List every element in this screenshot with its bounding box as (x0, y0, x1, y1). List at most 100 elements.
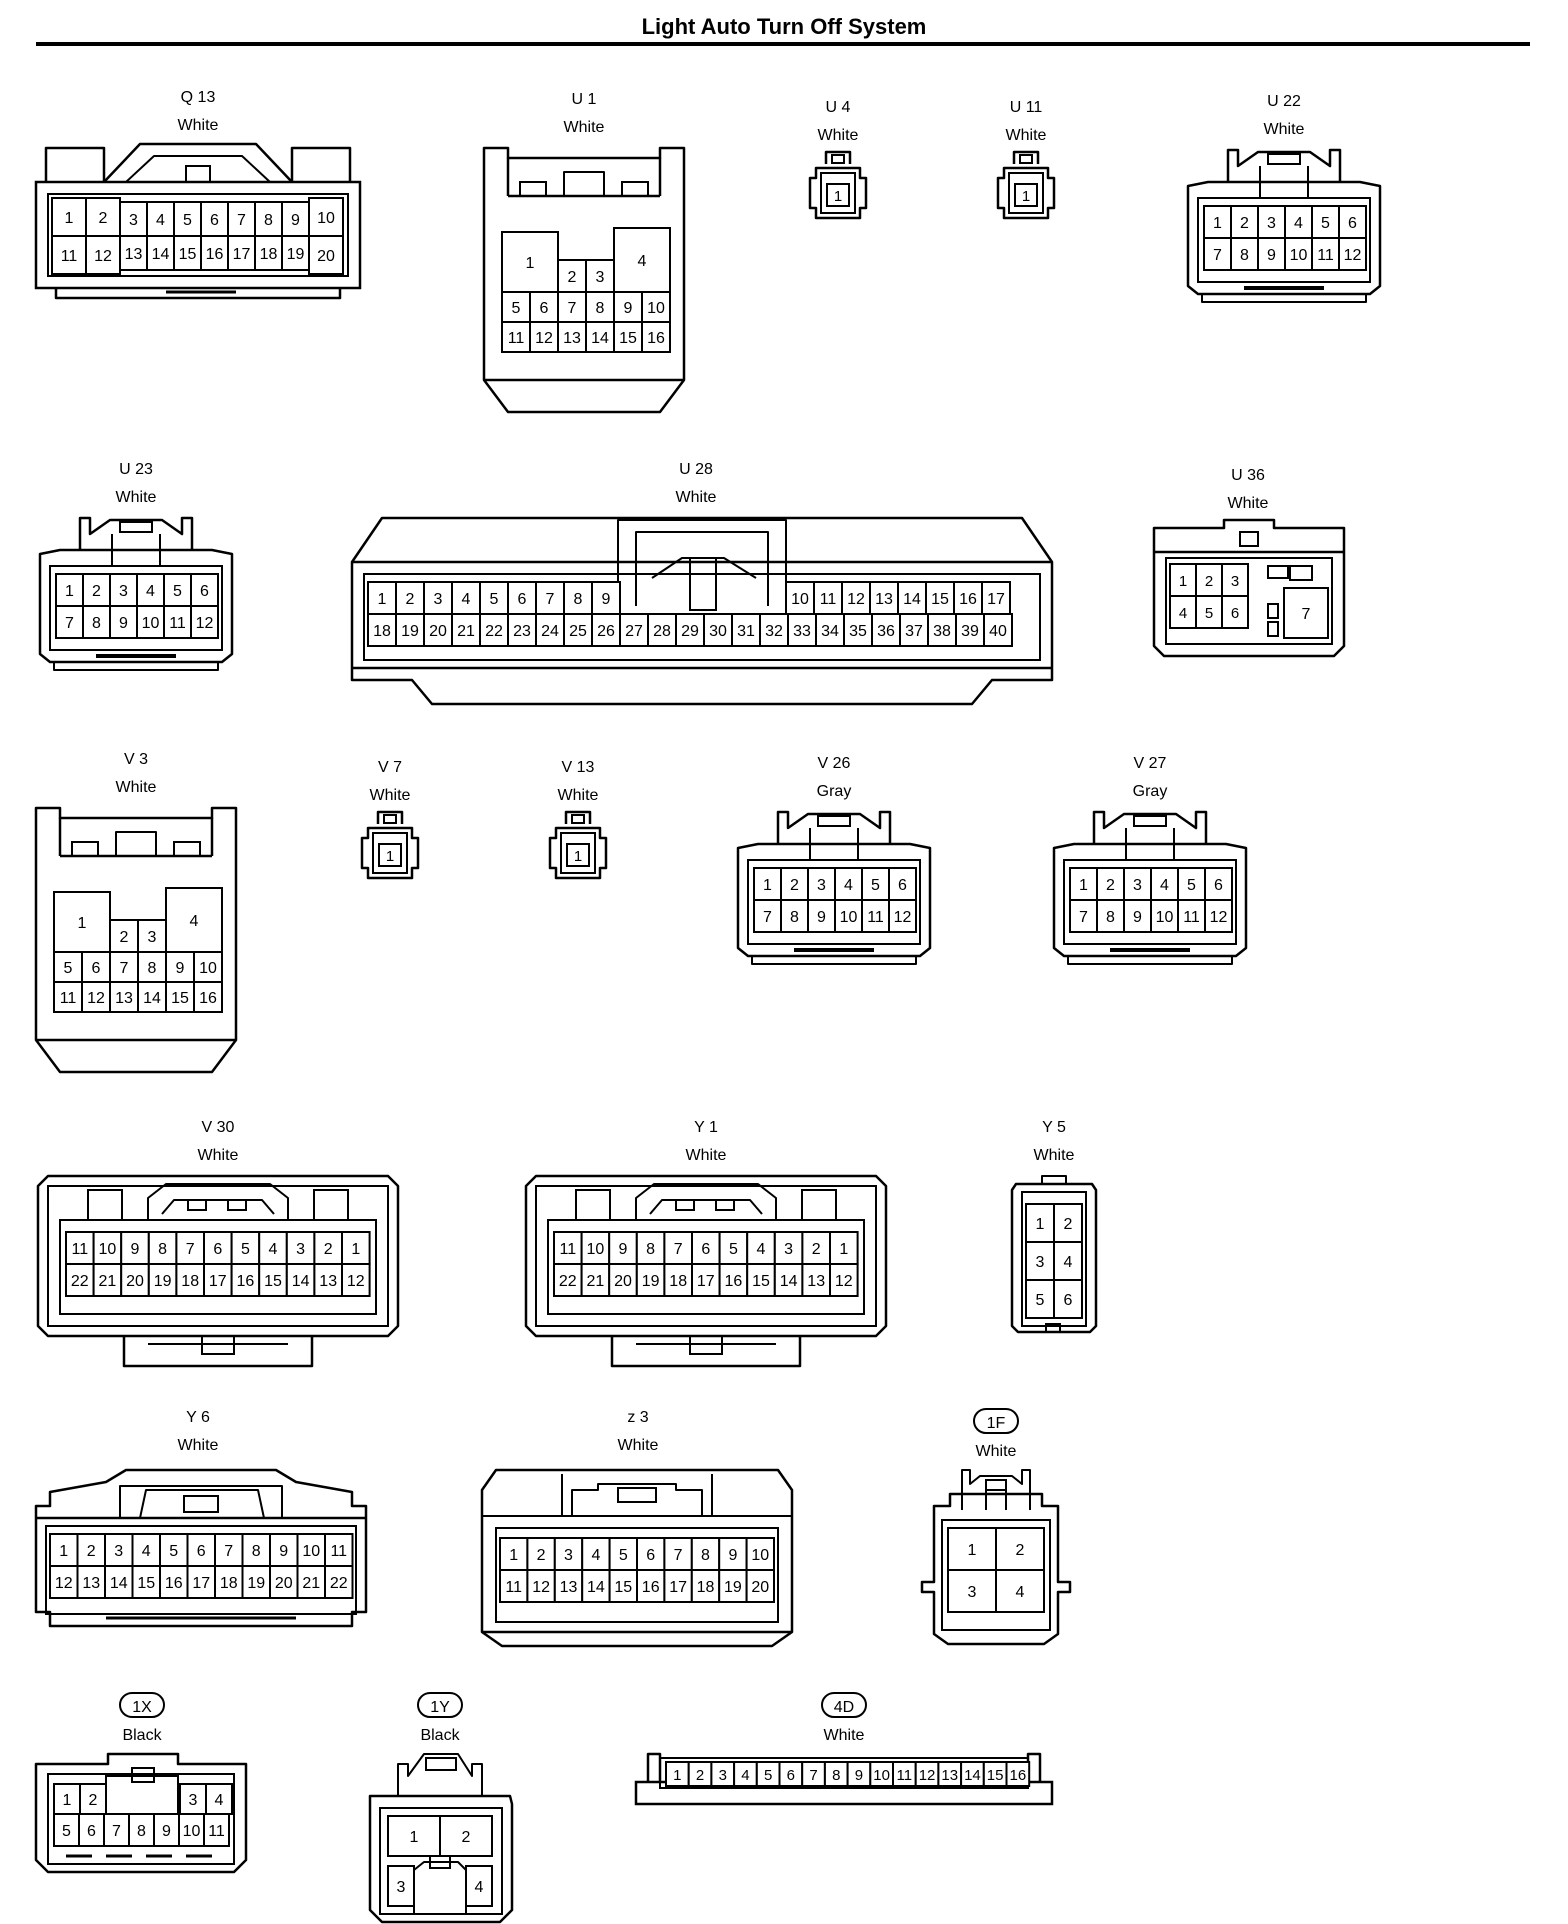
housing-outline (560, 832, 596, 874)
pin-number: 8 (574, 591, 583, 608)
pin-cell (165, 887, 223, 953)
connector-color: Gray (817, 783, 852, 800)
housing-outline (290, 146, 352, 182)
pin-number: 22 (559, 1273, 577, 1290)
housing-outline (571, 1483, 703, 1516)
pin-cell (826, 183, 850, 207)
pin-number: 34 (821, 623, 839, 640)
pin-number: 9 (1267, 247, 1276, 264)
pin-number: 1 (1213, 215, 1222, 232)
pin-cell (1069, 867, 1098, 901)
pin-number: 18 (260, 246, 278, 263)
housing-outline (617, 519, 787, 606)
pin-cell (203, 1263, 233, 1297)
housing-outline (801, 1189, 837, 1221)
pin-cell (341, 1231, 371, 1265)
pin-number: 1 (509, 1547, 518, 1564)
pin-number: 8 (1240, 247, 1249, 264)
pin-number: 5 (729, 1241, 738, 1258)
housing-outline (413, 1861, 467, 1914)
pin-cell (313, 1231, 343, 1265)
pin-cell (49, 1565, 79, 1599)
pin-cell (787, 613, 817, 647)
pin-number: 19 (154, 1273, 172, 1290)
pin-number: 8 (790, 909, 799, 926)
pin-number: 16 (725, 1273, 743, 1290)
pin-number: 9 (619, 1241, 628, 1258)
pin-number: 1 (968, 1542, 977, 1559)
housing-outline (87, 1189, 123, 1221)
pin-number: 25 (569, 623, 587, 640)
pin-cell (591, 613, 621, 647)
pin-cell (258, 1231, 288, 1265)
pin-number: 8 (252, 1543, 261, 1560)
pin-number: 16 (206, 246, 224, 263)
pin-number: 15 (137, 1575, 155, 1592)
pin-cell (553, 1231, 583, 1265)
pin-number: 6 (213, 1241, 222, 1258)
pin-number: 2 (790, 877, 799, 894)
pin-cell (619, 613, 649, 647)
housing-outline (131, 1767, 155, 1783)
pin-cell (109, 605, 138, 639)
housing-outline (147, 1183, 289, 1220)
pin-number: 6 (518, 591, 527, 608)
housing-outline (1267, 621, 1279, 637)
pin-number: 15 (171, 990, 189, 1007)
pin-number: 10 (647, 300, 665, 317)
pin-number: 11 (71, 1241, 88, 1258)
housing-outline (363, 573, 1041, 661)
pin-number: 14 (587, 1579, 605, 1596)
pin-number: 9 (728, 1547, 737, 1564)
pin-number: 11 (1317, 247, 1334, 264)
connector-id: V 26 (818, 755, 851, 772)
pin-cell (529, 321, 559, 353)
pin-number: 29 (681, 623, 699, 640)
housing-outline (54, 288, 342, 300)
pin-number: 3 (1231, 573, 1239, 590)
pin-cell (1169, 563, 1197, 597)
pin-cell (746, 1263, 776, 1297)
connector-id: U 4 (826, 99, 851, 116)
pin-number: 13 (807, 1273, 825, 1290)
housing-outline (360, 826, 420, 880)
pin-cell (451, 613, 481, 647)
pin-number: 3 (119, 583, 128, 600)
pin-number: 18 (669, 1273, 687, 1290)
housing-outline (480, 1468, 794, 1648)
pin-number: 8 (148, 960, 157, 977)
pin-number: 8 (137, 1823, 146, 1840)
pin-number: 7 (1079, 909, 1088, 926)
housing-outline (34, 806, 238, 1074)
housing-outline (47, 1185, 389, 1327)
pin-number: 9 (119, 615, 128, 632)
pin-number: 1 (526, 255, 535, 272)
pin-number: 9 (162, 1823, 171, 1840)
housing-outline (1152, 518, 1346, 658)
housing-outline (776, 810, 892, 844)
pin-cell (51, 235, 87, 275)
pin-cell (553, 1569, 584, 1603)
pin-number: 13 (115, 990, 133, 1007)
pin-cell (1025, 1279, 1055, 1319)
pin-number: 15 (614, 1579, 632, 1596)
pin-number: 4 (462, 591, 471, 608)
pin-number: 38 (933, 623, 951, 640)
pin-number: 40 (989, 623, 1007, 640)
pin-number: 3 (397, 1879, 406, 1896)
pin-number: 12 (835, 1273, 853, 1290)
housing-outline (820, 172, 856, 214)
pin-number: 5 (173, 583, 182, 600)
pin-cell (190, 605, 219, 639)
pin-number: 1 (59, 1543, 68, 1560)
housing-outline (368, 1794, 514, 1924)
pin-number: 6 (197, 1543, 206, 1560)
pin-cell (159, 1565, 189, 1599)
pin-number: 37 (905, 623, 923, 640)
connector-id: U 23 (119, 461, 153, 478)
pin-number: 31 (737, 623, 755, 640)
